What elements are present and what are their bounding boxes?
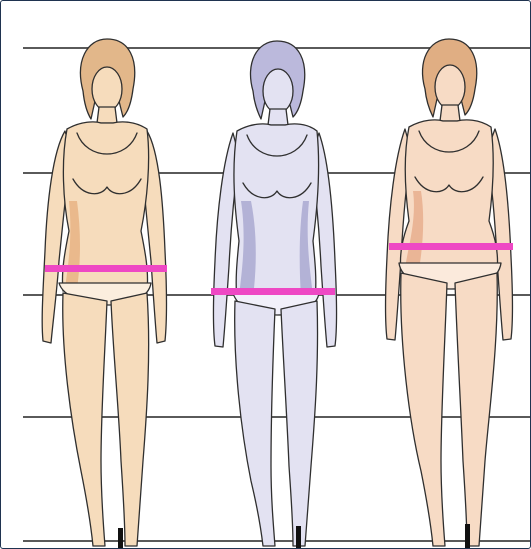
tick-mark-center	[296, 526, 301, 549]
tick-mark-right	[465, 524, 470, 549]
waist-measure-bar-center	[211, 288, 335, 295]
right-leg	[281, 301, 318, 546]
left-leg	[401, 273, 447, 546]
right-leg	[111, 293, 149, 546]
left-leg	[63, 293, 107, 546]
right-leg	[455, 273, 497, 546]
waist-measure-bar-right	[389, 243, 513, 250]
figure-right	[386, 39, 513, 546]
face	[263, 69, 293, 113]
neck	[97, 107, 117, 123]
tick-mark-left	[118, 528, 123, 549]
face	[435, 65, 465, 109]
face	[92, 67, 122, 111]
left-leg	[235, 301, 275, 546]
neck	[268, 109, 288, 125]
figure-left	[42, 39, 166, 546]
neck	[440, 105, 460, 121]
waist-measure-bar-left	[45, 265, 167, 272]
